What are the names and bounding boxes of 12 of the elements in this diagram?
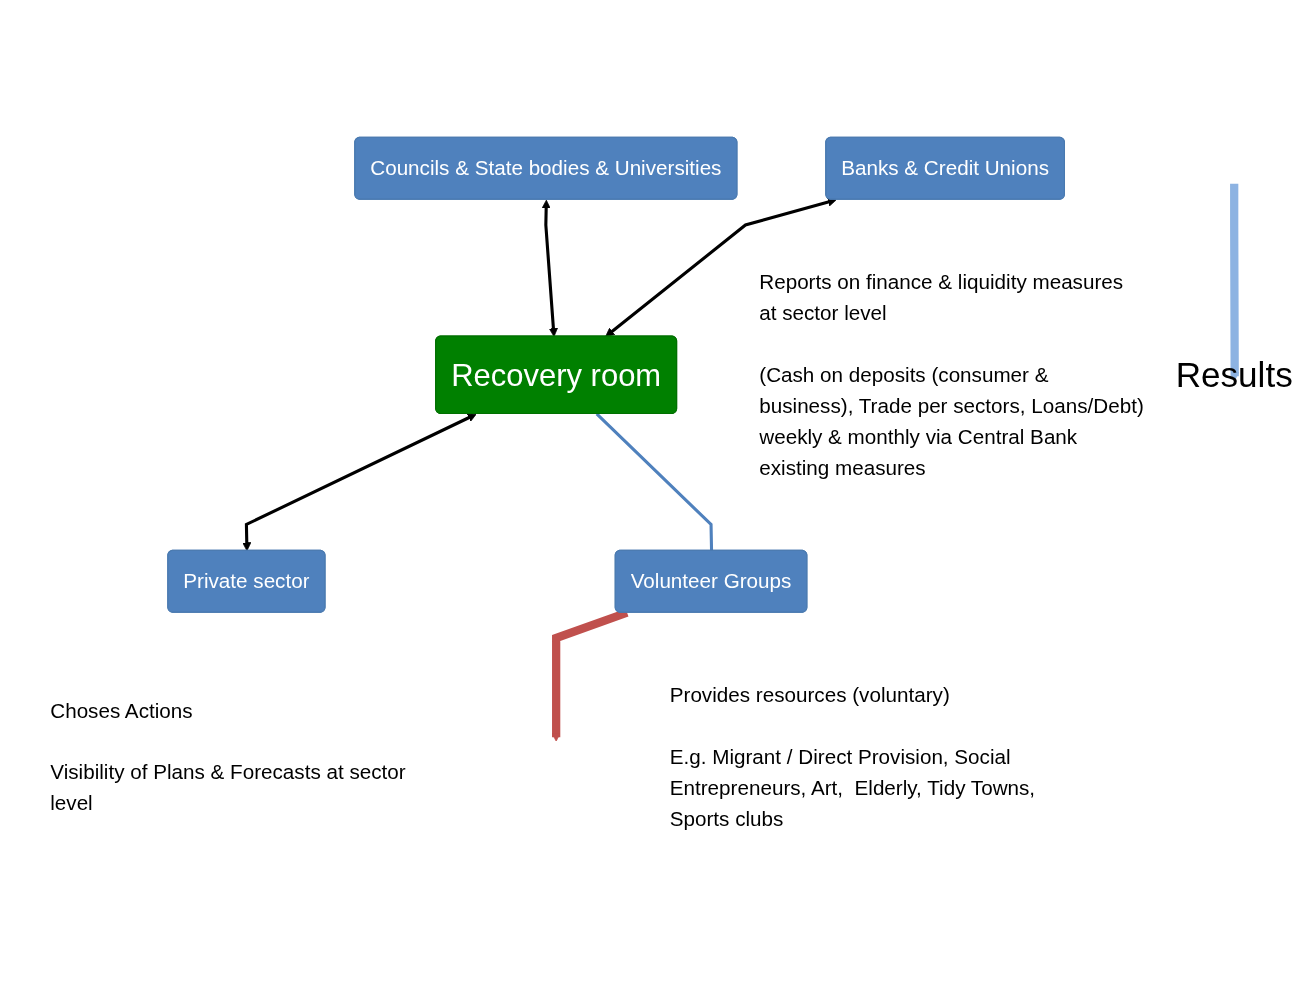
node-label: Visibility of Plans & Forecasts at sector level <box>50 760 406 815</box>
connector <box>595 412 714 551</box>
node-label: Provides resources (voluntary) <box>669 683 950 707</box>
node-label: Reports on finance & liquidity measures at sector level <box>759 270 1124 325</box>
arrow <box>1230 183 1240 381</box>
node-label: E.g. Migrant / Direct Provision, Social Entrepreneurs, Art, Elderly, Tidy Towns, Sports clubs <box>669 745 1036 831</box>
arrow <box>541 199 558 337</box>
arrow <box>242 413 477 552</box>
node-text: Results <box>1175 354 1293 394</box>
arrow <box>605 197 837 337</box>
node-label: (Cash on deposits (consumer & business), Trade per sectors, Loans/Debt) weekly & monthly via Central Bank existing measures <box>759 363 1144 480</box>
node-label: Choses Actions <box>50 698 193 722</box>
